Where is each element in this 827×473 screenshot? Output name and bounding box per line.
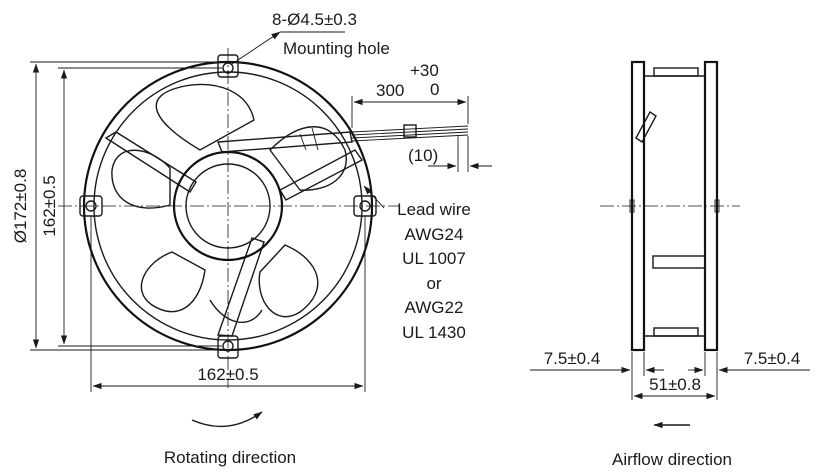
- svg-text:UL 1430: UL 1430: [402, 323, 466, 342]
- impeller-blades: [111, 83, 347, 323]
- mounting-hole-spec: 8-Ø4.5±0.3: [272, 10, 357, 29]
- svg-text:or: or: [426, 274, 441, 293]
- top-rib: [653, 67, 699, 77]
- lead-wire-channel: [216, 124, 469, 153]
- svg-text:UL 1007: UL 1007: [402, 249, 466, 268]
- housing-outer-ring: [82, 60, 374, 352]
- horizontal-pitch-dimension: 162±0.5: [197, 365, 258, 384]
- lead-tolerance-plus: +30: [410, 61, 439, 80]
- hub-outer: [172, 150, 284, 262]
- lead-outlet: [635, 110, 657, 144]
- right-flange: [703, 60, 719, 352]
- left-flange: [630, 60, 646, 352]
- lead-length-dimension: 300: [376, 81, 404, 100]
- mounting-hole-leader: [231, 31, 281, 65]
- svg-text:Lead wire: Lead wire: [397, 200, 471, 219]
- hub-inner: [185, 163, 271, 249]
- lead-tolerance-minus: 0: [430, 80, 439, 99]
- left-flange-dimension: 7.5±0.4: [544, 349, 601, 368]
- depth-dimension: 51±0.8: [649, 375, 701, 394]
- spokes: [104, 131, 364, 337]
- front-view: 8-Ø4.5±0.3 Mounting hole Ø172±0.8 162±0.…: [11, 10, 492, 467]
- mounting-holes: [79, 54, 377, 359]
- rotating-direction-label: Rotating direction: [164, 448, 296, 467]
- outer-diameter-dimension: Ø172±0.8: [11, 169, 30, 244]
- strip-length-dimension: (10): [408, 146, 438, 165]
- side-view: 7.5±0.4 7.5±0.4 51±0.8 Airflow direction: [530, 60, 810, 469]
- label-area: [652, 255, 706, 269]
- wire-tie: [403, 124, 417, 138]
- svg-text:AWG24: AWG24: [405, 225, 464, 244]
- lead-wire-spec: Lead wire AWG24 UL 1007 or AWG22 UL 1430: [397, 200, 471, 342]
- rotation-arrow-icon: [191, 411, 263, 428]
- mounting-hole-label: Mounting hole: [283, 39, 390, 58]
- svg-text:AWG22: AWG22: [405, 298, 464, 317]
- lead-wire-leader: [363, 185, 385, 209]
- bottom-rib: [653, 327, 699, 337]
- vertical-pitch-dimension: 162±0.5: [40, 175, 59, 236]
- right-flange-dimension: 7.5±0.4: [744, 349, 801, 368]
- airflow-direction-label: Airflow direction: [612, 450, 732, 469]
- housing-inner-ring: [93, 71, 363, 341]
